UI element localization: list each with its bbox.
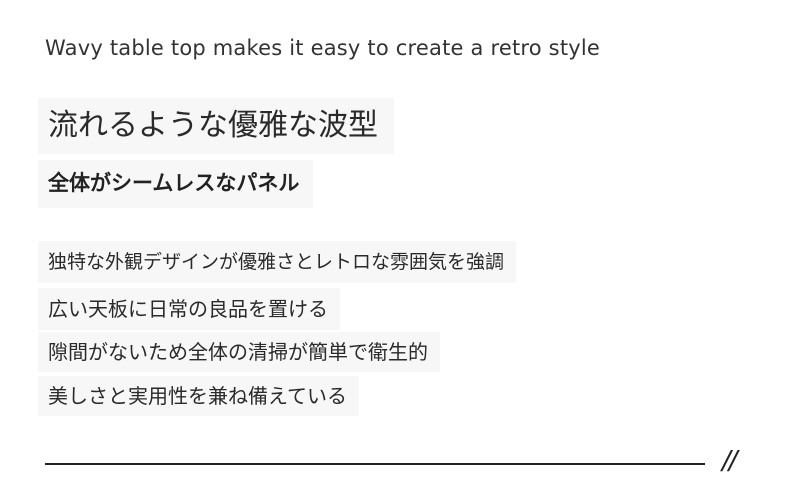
feature-item: 隙間がないため全体の清掃が簡単で衛生的 [38, 332, 440, 372]
english-subtitle: Wavy table top makes it easy to create a… [45, 36, 601, 60]
feature-item: 独特な外観デザインが優雅さとレトロな雰囲気を強調 [38, 241, 517, 283]
sub-heading: 全体がシームレスなパネル [38, 160, 314, 208]
feature-item: 美しさと実用性を兼ね備えている [38, 376, 359, 416]
divider-line [45, 463, 705, 465]
main-heading: 流れるような優雅な波型 [38, 98, 394, 154]
feature-item: 広い天板に日常の良品を置ける [38, 288, 340, 330]
double-slash-mark: // [722, 446, 737, 476]
